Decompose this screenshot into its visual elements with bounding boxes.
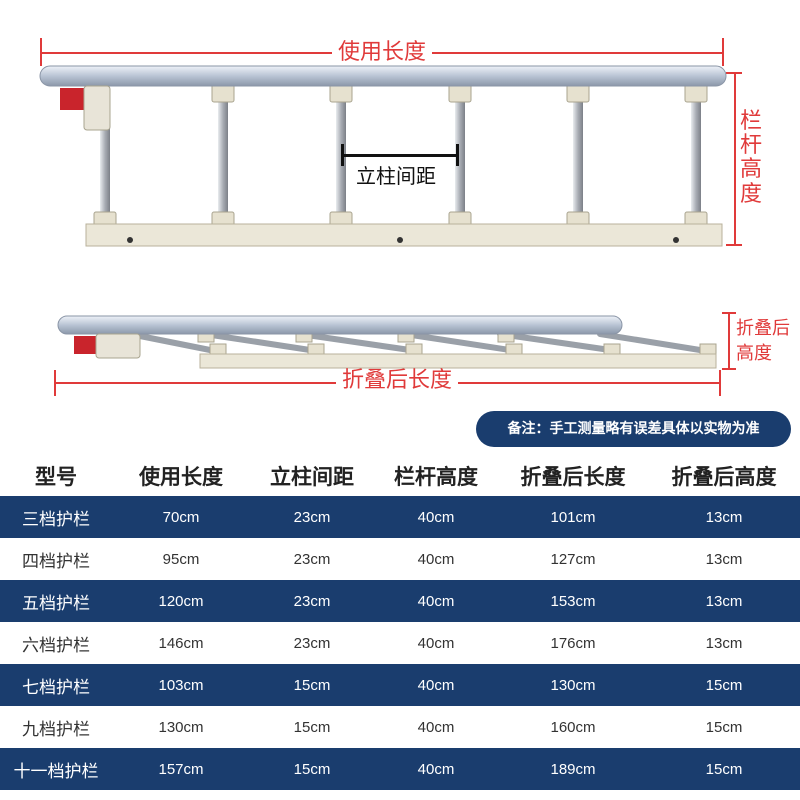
rail-height-line — [734, 72, 736, 246]
model-cell: 十一档护栏 — [0, 748, 112, 790]
folded-length-label: 折叠后长度 — [336, 370, 459, 392]
table-row: 十一档护栏 157cm 15cm 40cm 189cm 15cm — [0, 748, 800, 790]
folded-length-cell: 130cm — [498, 664, 648, 706]
usage-length-cell: 146cm — [112, 622, 250, 664]
post-spacing-cell: 23cm — [250, 622, 374, 664]
model-cell: 六档护栏 — [0, 622, 112, 664]
header-model: 型号 — [35, 465, 77, 489]
folded-height-cell: 15cm — [648, 706, 800, 748]
table-row: 七档护栏 103cm 15cm 40cm 130cm 15cm — [0, 664, 800, 706]
post-spacing-cell: 15cm — [250, 706, 374, 748]
model-cell: 五档护栏 — [0, 580, 112, 622]
usage-length-cell: 157cm — [112, 748, 250, 790]
folded-length-cell: 160cm — [498, 706, 648, 748]
rail-height-cell: 40cm — [374, 706, 498, 748]
measurement-note-badge: 备注：手工测量略有误差具体以实物为准 — [476, 411, 791, 447]
folded-length-cell: 176cm — [498, 622, 648, 664]
model-cell: 四档护栏 — [0, 538, 112, 580]
rail-height-cell: 40cm — [374, 580, 498, 622]
table-header-row: 型号 使用长度 立柱间距 栏杆高度 折叠后长度 折叠后高度 — [0, 456, 800, 496]
unfolded-rail-illustration — [39, 65, 727, 247]
rail-height-cell: 40cm — [374, 538, 498, 580]
header-post-spacing: 立柱间距 — [270, 465, 354, 489]
folded-height-cell: 13cm — [648, 496, 800, 538]
folded-length-cell: 101cm — [498, 496, 648, 538]
folded-height-label: 折叠后高度 — [736, 318, 790, 365]
folded-length-cell: 189cm — [498, 748, 648, 790]
header-folded-length: 折叠后长度 — [520, 465, 626, 489]
usage-length-cell: 103cm — [112, 664, 250, 706]
table-row: 九档护栏 130cm 15cm 40cm 160cm 15cm — [0, 706, 800, 748]
folded-rail-diagram: 折叠后长度 折叠后高度 — [0, 300, 800, 410]
post-spacing-cell: 15cm — [250, 664, 374, 706]
post-spacing-cell: 23cm — [250, 538, 374, 580]
header-rail-height: 栏杆高度 — [394, 465, 478, 489]
post-spacing-cell: 23cm — [250, 496, 374, 538]
usage-length-cell: 120cm — [112, 580, 250, 622]
usage-length-label: 使用长度 — [332, 42, 433, 64]
rail-height-cell: 40cm — [374, 748, 498, 790]
folded-length-cell: 153cm — [498, 580, 648, 622]
model-cell: 七档护栏 — [0, 664, 112, 706]
rail-height-cell: 40cm — [374, 496, 498, 538]
folded-height-cell: 15cm — [648, 748, 800, 790]
table-row: 五档护栏 120cm 23cm 40cm 153cm 13cm — [0, 580, 800, 622]
rail-height-cell: 40cm — [374, 622, 498, 664]
post-spacing-cell: 15cm — [250, 748, 374, 790]
table-row: 四档护栏 95cm 23cm 40cm 127cm 13cm — [0, 538, 800, 580]
folded-height-cell: 13cm — [648, 538, 800, 580]
rail-height-label: 栏杆高度 — [740, 109, 763, 207]
usage-length-cell: 95cm — [112, 538, 250, 580]
post-spacing-cell: 23cm — [250, 580, 374, 622]
folded-length-cell: 127cm — [498, 538, 648, 580]
folded-height-cell: 13cm — [648, 622, 800, 664]
table-row: 六档护栏 146cm 23cm 40cm 176cm 13cm — [0, 622, 800, 664]
table-row: 三档护栏 70cm 23cm 40cm 101cm 13cm — [0, 496, 800, 538]
usage-length-cell: 70cm — [112, 496, 250, 538]
model-cell: 九档护栏 — [0, 706, 112, 748]
folded-height-cell: 15cm — [648, 664, 800, 706]
header-usage-length: 使用长度 — [139, 465, 223, 489]
post-spacing-label: 立柱间距 — [356, 164, 436, 188]
folded-height-cell: 13cm — [648, 580, 800, 622]
unfolded-rail-diagram: 使用长度 栏杆高度 — [0, 0, 800, 270]
header-folded-height: 折叠后高度 — [671, 465, 777, 489]
model-cell: 三档护栏 — [0, 496, 112, 538]
spec-table: 型号 使用长度 立柱间距 栏杆高度 折叠后长度 折叠后高度 三档护栏 70cm … — [0, 456, 800, 790]
rail-height-cell: 40cm — [374, 664, 498, 706]
folded-rail-illustration — [54, 312, 736, 396]
usage-length-cell: 130cm — [112, 706, 250, 748]
